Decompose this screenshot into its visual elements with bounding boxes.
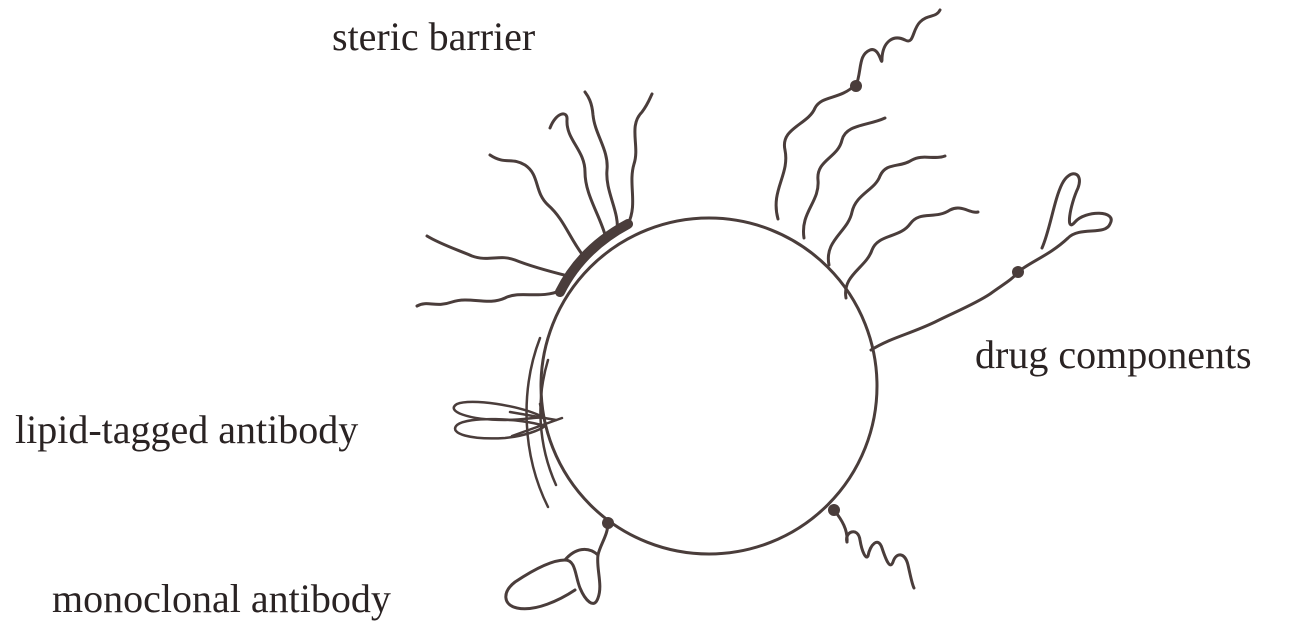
steric-barrier-icon (417, 92, 652, 306)
label-drug-components: drug components (975, 332, 1252, 377)
liposome-circle (541, 218, 877, 554)
label-monoclonal-antibody: monoclonal antibody (52, 576, 391, 621)
label-steric-barrier: steric barrier (332, 14, 535, 59)
drug-components-icon (776, 10, 1111, 588)
label-lipid-tagged-antibody: lipid-tagged antibody (15, 407, 358, 452)
monoclonal-antibody-icon (506, 517, 614, 609)
